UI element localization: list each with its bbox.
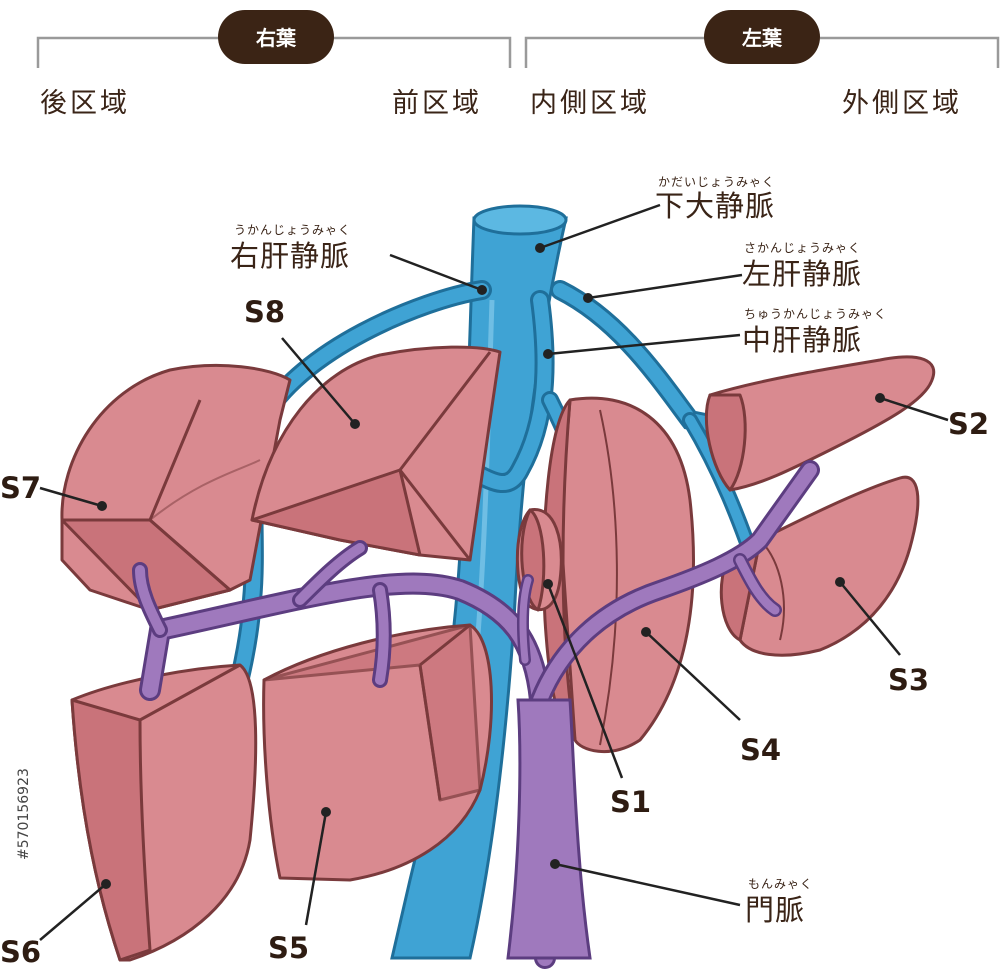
middle-hepatic-vein-ruby: ちゅうかんじょうみゃく (744, 307, 887, 321)
left-lobe-badge: 左葉 (704, 10, 820, 64)
right-hepatic-vein-ruby: うかんじょうみゃく (234, 223, 351, 237)
right-lobe-bracket-left (36, 36, 222, 68)
right-lobe-badge: 右葉 (218, 10, 334, 64)
portal-vein-trunk (506, 698, 592, 960)
segment-s6 (70, 663, 258, 962)
right-hepatic-vein-label: 右肝静脈 (230, 239, 350, 273)
header-brackets (36, 36, 1000, 68)
ivc-opening (472, 204, 568, 236)
anterior-region-label: 前区域 (392, 88, 482, 119)
segment-label-s4: S4 (740, 733, 781, 767)
segment-s5 (262, 623, 493, 882)
liver-segments (60, 345, 936, 962)
right-lobe-label: 右葉 (256, 26, 297, 50)
segment-label-s6: S6 (0, 935, 41, 969)
segment-label-s3: S3 (888, 663, 929, 697)
segment-label-s7: S7 (0, 471, 41, 505)
left-hepatic-vein-label: 左肝静脈 (742, 257, 862, 291)
segment-label-s5: S5 (268, 931, 309, 965)
left-lobe-bracket-right (820, 36, 1000, 68)
segment-s2 (704, 355, 936, 492)
leader-dots (97, 243, 885, 889)
segment-label-s8: S8 (244, 295, 285, 329)
ivc-ruby: かだいじょうみゃく (658, 175, 775, 189)
middle-hepatic-vein-label: 中肝静脈 (742, 323, 862, 357)
segment-label-s1: S1 (610, 785, 651, 819)
left-lobe-label: 左葉 (742, 26, 783, 50)
segment-label-s2: S2 (948, 407, 989, 441)
segment-s8 (250, 345, 502, 562)
posterior-region-label: 後区域 (40, 88, 130, 119)
lateral-region-label: 外側区域 (842, 88, 962, 119)
watermark-id: #570156923 (16, 768, 32, 860)
ivc-label: 下大静脈 (655, 189, 775, 223)
right-lobe-bracket-right (332, 36, 512, 68)
leader-lines (39, 203, 949, 941)
portal-vein-ruby: もんみゃく (748, 877, 813, 891)
portal-vein-label: 門脈 (745, 893, 805, 927)
medial-region-label: 内側区域 (530, 88, 650, 119)
left-hepatic-vein-ruby: さかんじょうみゃく (744, 241, 861, 255)
left-lobe-bracket-left (524, 36, 708, 68)
left-hepatic-vein-path (553, 283, 747, 437)
